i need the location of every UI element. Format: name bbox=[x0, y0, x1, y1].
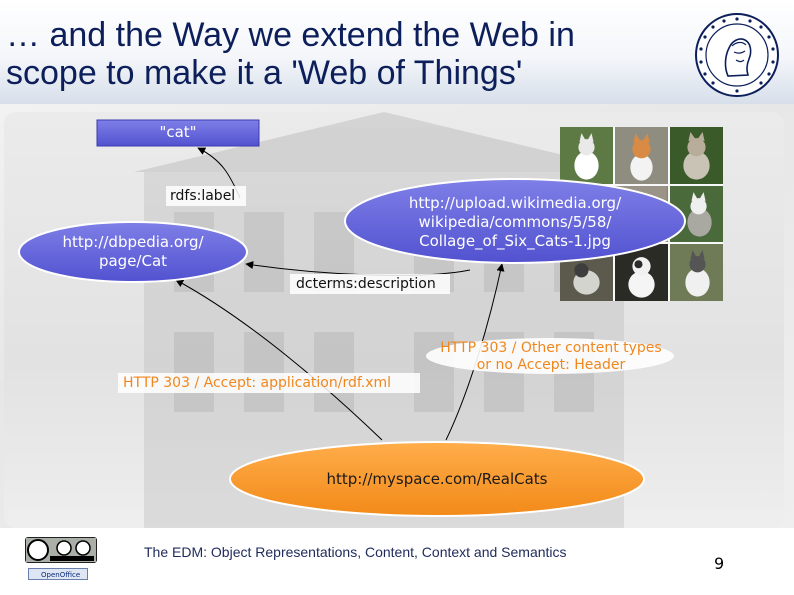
wikimedia-line-1: http://upload.wikimedia.org/ bbox=[408, 194, 622, 212]
slide-title: … and the Way we extend the Web in scope… bbox=[6, 16, 686, 92]
cat-photo bbox=[670, 127, 723, 184]
edge-label-http303-other: HTTP 303 / Other content types or no Acc… bbox=[430, 340, 672, 374]
university-seal-icon bbox=[695, 13, 779, 97]
http303-other-line-1: HTTP 303 / Other content types bbox=[440, 340, 662, 356]
node-wikimedia bbox=[344, 178, 686, 264]
node-myspace-text: http://myspace.com/RealCats bbox=[326, 470, 548, 488]
edge-label-http303-rdf: HTTP 303 / Accept: application/rdf.xml bbox=[123, 375, 392, 391]
http303-other-line-2: or no Accept: Header bbox=[476, 357, 626, 373]
node-dbpedia-text: http://dbpedia.org/ page/Cat bbox=[28, 233, 238, 271]
wikimedia-line-3: Collage_of_Six_Cats-1.jpg bbox=[419, 232, 611, 250]
title-line-1: … and the Way we extend the Web in bbox=[6, 16, 575, 54]
edge-label-description: dcterms:description bbox=[296, 276, 436, 292]
node-dbpedia bbox=[18, 221, 248, 283]
node-literal-cat bbox=[96, 119, 260, 147]
cat-photo bbox=[560, 127, 613, 184]
page-number: 9 bbox=[714, 554, 725, 573]
cat-photo bbox=[615, 244, 668, 301]
cat-photo bbox=[615, 127, 668, 184]
edge-label-rdfs: rdfs:label bbox=[170, 188, 236, 204]
title-line-2: scope to make it a 'Web of Things' bbox=[6, 54, 523, 92]
creative-commons-icon bbox=[25, 537, 97, 563]
wikimedia-line-2: wikipedia/commons/5/58/ bbox=[418, 213, 612, 231]
slide-footer: The EDM: Object Representations, Content… bbox=[144, 544, 567, 560]
edge-description bbox=[245, 261, 471, 276]
openoffice-icon: OpenOffice bbox=[28, 568, 88, 580]
node-wikimedia-text: http://upload.wikimedia.org/ wikipedia/c… bbox=[370, 194, 660, 251]
node-literal-cat-text: "cat" bbox=[159, 123, 197, 141]
edge-http303-rdf bbox=[175, 279, 383, 441]
slide-header: … and the Way we extend the Web in scope… bbox=[0, 0, 794, 104]
cat-photo bbox=[670, 244, 723, 301]
dbpedia-line-1: http://dbpedia.org/ bbox=[62, 233, 204, 251]
node-myspace bbox=[229, 441, 645, 517]
dbpedia-line-2: page/Cat bbox=[98, 252, 168, 270]
